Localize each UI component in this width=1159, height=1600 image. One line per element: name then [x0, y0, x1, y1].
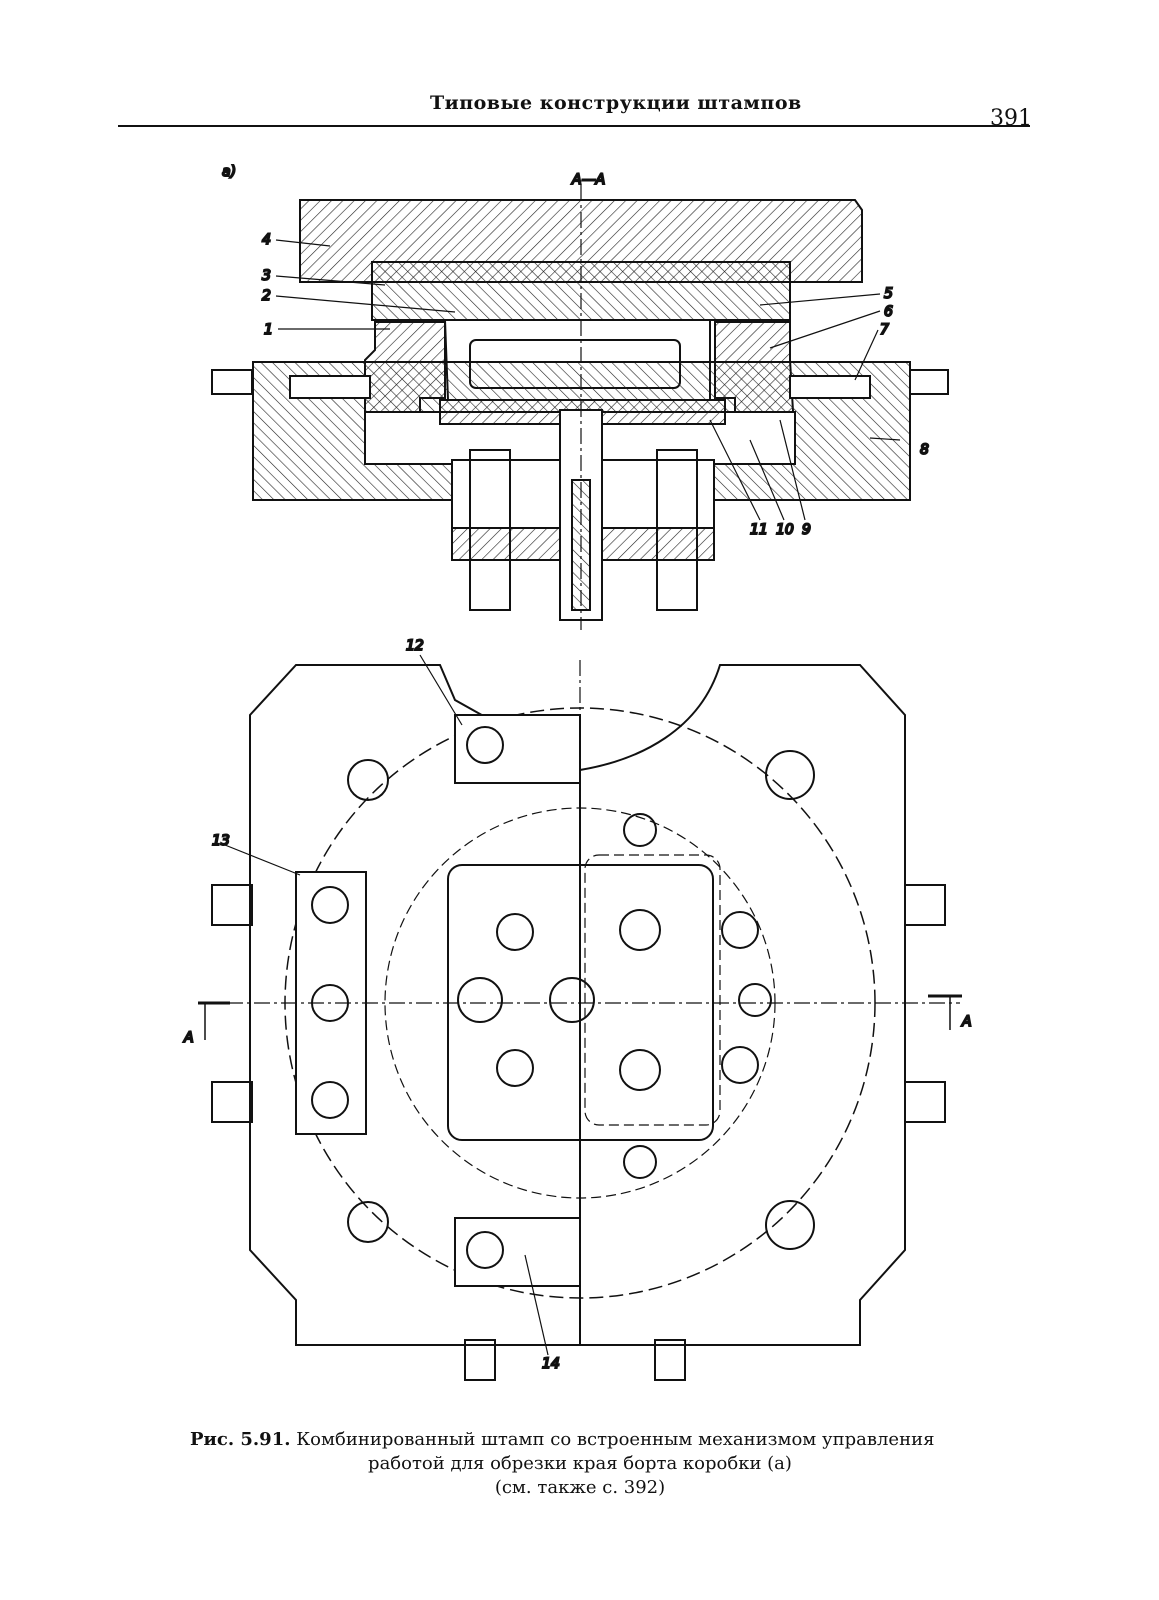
caption-line-3: (см. также с. 392) [494, 1477, 666, 1498]
callout-11: 11 [750, 522, 768, 538]
callout-2: 2 [262, 288, 271, 304]
view-a-label: а) [222, 164, 236, 180]
callout-5: 5 [884, 286, 893, 302]
figure-caption: Рис. 5.91. Комбинированный штамп со встр… [190, 1428, 970, 1500]
callout-6: 6 [884, 304, 893, 320]
clamp-plate-12 [454, 714, 581, 784]
callout-12: 12 [406, 638, 424, 654]
base-outline [249, 664, 581, 1346]
section-label: А—А [571, 172, 605, 188]
callout-4: 4 [262, 232, 271, 248]
clamp-plate-14 [454, 1217, 581, 1287]
cut-marker-left: A [183, 1030, 194, 1046]
caption-line-1: Комбинированный штамп со встроенным меха… [296, 1429, 935, 1450]
caption-line-2: работой для обрезки края борта коробки (… [368, 1453, 792, 1474]
callout-3: 3 [262, 268, 271, 284]
callout-8: 8 [920, 442, 929, 458]
plan-view: 12 13 14 A A [182, 637, 973, 1381]
callout-10: 10 [776, 522, 794, 538]
cut-marker-right: A [961, 1014, 972, 1030]
figure-number: Рис. 5.91. [190, 1429, 291, 1450]
callout-9: 9 [802, 522, 811, 538]
callout-14: 14 [542, 1356, 560, 1372]
callout-13: 13 [212, 833, 230, 849]
callout-7: 7 [880, 322, 889, 338]
section-view: а) А—А [211, 163, 949, 630]
header-rule [118, 125, 1030, 127]
callout-1: 1 [264, 322, 273, 338]
running-title: Типовые конструкции штампов [430, 92, 802, 114]
